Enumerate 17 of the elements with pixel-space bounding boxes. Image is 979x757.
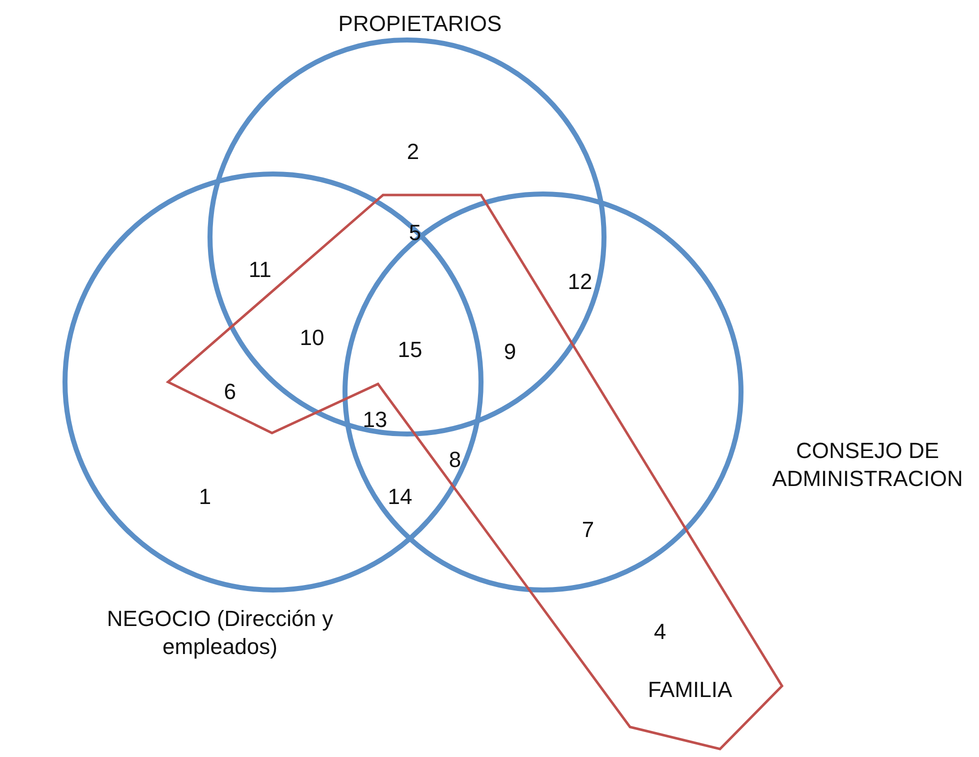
region-number: 12 [568,270,592,294]
region-number: 11 [248,258,272,282]
region-number: 4 [654,620,666,644]
region-number: 1 [198,485,212,509]
region-number: 7 [582,518,594,542]
set-label: CONSEJO DE ADMINISTRACION [771,437,964,493]
set-label: PROPIETARIOS [337,10,503,38]
region-number: 15 [398,338,422,362]
region-number: 9 [504,340,516,364]
region-number: 14 [388,485,412,509]
region-number: 2 [406,140,420,164]
region-number: 8 [448,448,462,472]
set-label: FAMILIA [646,676,734,704]
region-number: 13 [362,408,388,432]
region-number: 10 [300,326,324,350]
set-label: NEGOCIO (Dirección y empleados) [106,605,334,661]
region-number: 6 [224,380,236,404]
